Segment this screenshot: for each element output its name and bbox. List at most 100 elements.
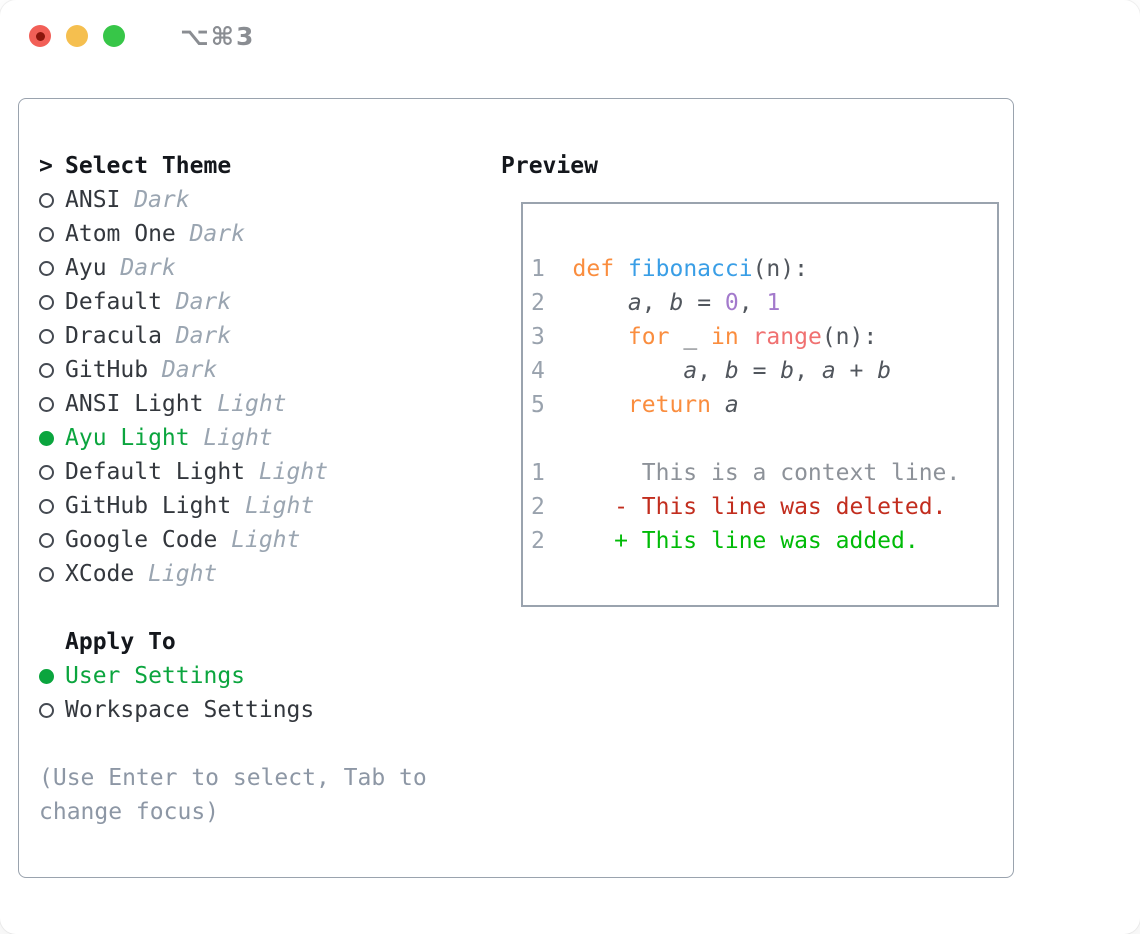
preview-line-4: 4 a, b = b, a + b (531, 354, 997, 388)
theme-option-xcode[interactable]: XCode Light (39, 557, 489, 591)
preview-line-9: 2 + This line was added. (531, 524, 997, 558)
line-content: This is a context line. (572, 460, 961, 486)
focus-caret-icon: > (39, 153, 53, 179)
option-name: Workspace Settings (65, 697, 315, 723)
radio-icon (39, 464, 54, 480)
theme-option-google-code[interactable]: Google Code Light (39, 523, 489, 557)
theme-option-ansi-light[interactable]: ANSI Light Light (39, 387, 489, 421)
option-name: Atom One (65, 221, 176, 247)
option-variant: Light (244, 493, 315, 519)
option-name: Dracula (65, 323, 162, 349)
apply-to-header: Apply To (39, 625, 489, 659)
line-content: for _ in range(n): (627, 324, 878, 350)
line-number: 2 (531, 290, 545, 316)
apply-option-list: User Settings Workspace Settings (39, 659, 489, 727)
option-variant: Light (148, 561, 218, 587)
line-number: 1 (531, 256, 545, 282)
theme-option-ayu-light[interactable]: Ayu Light Light (39, 421, 489, 455)
hint-line-2: change focus) (39, 799, 220, 825)
option-name: Default Light (65, 459, 246, 485)
line-content: return a (627, 392, 739, 418)
radio-icon (39, 702, 54, 718)
close-button[interactable] (29, 25, 51, 47)
preview-line-3: 3 for _ in range(n): (531, 320, 997, 354)
preview-title: Preview (501, 153, 598, 179)
line-content: a, b = b, a + b (683, 358, 892, 384)
option-name: XCode (65, 561, 135, 587)
select-theme-header: > Select Theme (39, 149, 489, 183)
apply-option-user-settings[interactable]: User Settings (39, 659, 489, 693)
option-name: Ayu (65, 255, 107, 281)
line-number: 2 (531, 494, 545, 520)
theme-option-list: ANSI Dark Atom One Dark Ayu Dark Default… (39, 183, 489, 591)
line-content: + This line was added. (572, 528, 919, 554)
option-variant: Dark (175, 323, 232, 349)
line-content: a, b = 0, 1 (627, 290, 781, 316)
list-gap (39, 591, 489, 625)
preview-line-8: 2 - This line was deleted. (531, 490, 997, 524)
line-number: 3 (531, 324, 545, 350)
option-name: ANSI Light (65, 391, 204, 417)
minimize-button[interactable] (66, 25, 88, 47)
theme-option-ansi[interactable]: ANSI Dark (39, 183, 489, 217)
preview-line-7: 1 This is a context line. (531, 456, 997, 490)
option-name: ANSI (65, 187, 121, 213)
window-titlebar: ⌥⌘3 (0, 0, 1140, 72)
option-name: GitHub Light (65, 493, 232, 519)
radio-icon (39, 362, 54, 378)
option-name: Default (65, 289, 162, 315)
option-variant: Dark (161, 357, 218, 383)
option-name: Ayu Light (65, 425, 190, 451)
option-variant: Light (217, 391, 287, 417)
apply-option-workspace-settings[interactable]: Workspace Settings (39, 693, 489, 727)
line-number: 2 (531, 528, 545, 554)
radio-selected-icon (39, 668, 54, 684)
radio-icon (39, 226, 54, 242)
preview-line-2: 2 a, b = 0, 1 (531, 286, 997, 320)
radio-icon (39, 532, 54, 548)
option-variant: Dark (175, 289, 232, 315)
option-variant: Dark (134, 187, 190, 213)
keyboard-hint: (Use Enter to select, Tab to change focu… (39, 761, 489, 829)
window-title: ⌥⌘3 (180, 21, 256, 51)
theme-option-default-light[interactable]: Default Light Light (39, 455, 489, 489)
option-variant: Dark (120, 255, 176, 281)
zoom-button[interactable] (103, 25, 125, 47)
radio-icon (39, 192, 54, 208)
line-number: 1 (531, 460, 545, 486)
theme-option-ayu[interactable]: Ayu Dark (39, 251, 489, 285)
theme-picker-panel: > Select Theme ANSI Dark Atom One Dark A… (18, 98, 1014, 878)
apply-to-title: Apply To (65, 629, 176, 655)
option-name: Google Code (65, 527, 218, 553)
radio-icon (39, 396, 54, 412)
line-number: 4 (531, 358, 545, 384)
radio-selected-icon (39, 430, 54, 446)
option-name: GitHub (65, 357, 149, 383)
theme-option-atom-one[interactable]: Atom One Dark (39, 217, 489, 251)
line-content: - This line was deleted. (572, 494, 947, 520)
radio-icon (39, 498, 54, 514)
preview-header: Preview (501, 149, 1013, 183)
theme-option-dracula[interactable]: Dracula Dark (39, 319, 489, 353)
option-variant: Dark (189, 221, 245, 247)
theme-option-github[interactable]: GitHub Dark (39, 353, 489, 387)
preview-line-5: 5 return a (531, 388, 997, 422)
theme-list-column: > Select Theme ANSI Dark Atom One Dark A… (19, 99, 489, 877)
option-variant: Light (231, 527, 301, 553)
preview-line-6 (531, 422, 997, 456)
radio-icon (39, 566, 54, 582)
line-number: 5 (531, 392, 545, 418)
option-variant: Light (258, 459, 329, 485)
option-name: User Settings (65, 663, 246, 689)
select-theme-title: Select Theme (65, 153, 232, 179)
theme-option-default[interactable]: Default Dark (39, 285, 489, 319)
theme-option-github-light[interactable]: GitHub Light Light (39, 489, 489, 523)
radio-icon (39, 328, 54, 344)
radio-icon (39, 294, 54, 310)
hint-line-1: (Use Enter to select, Tab to (39, 765, 427, 791)
